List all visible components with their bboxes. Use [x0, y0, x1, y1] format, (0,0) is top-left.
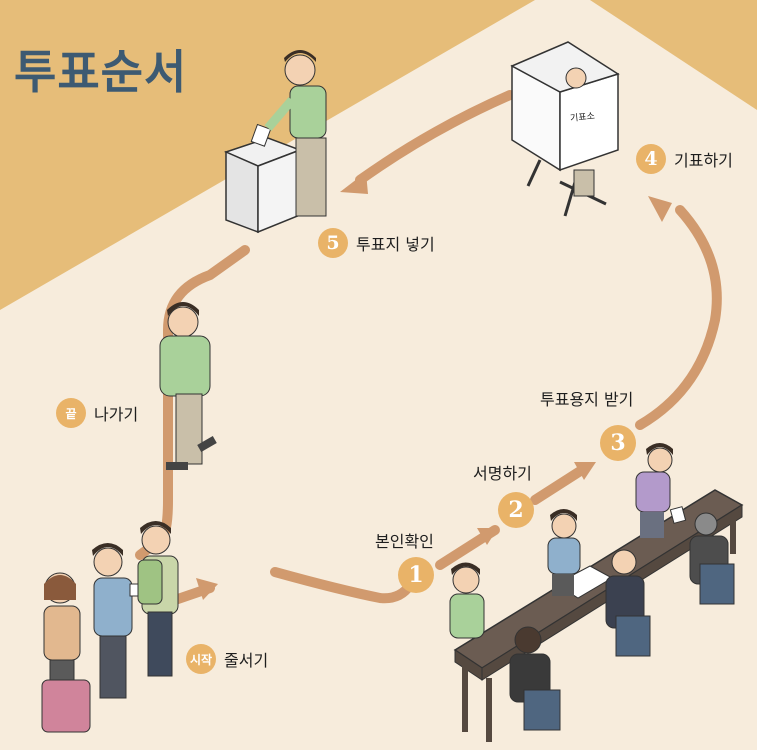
step-4: 4 기표하기 [636, 144, 733, 174]
registration-table-illustration [449, 443, 744, 742]
path-3-to-4 [635, 205, 722, 430]
step-3-badge: 3 [600, 425, 636, 461]
arrowheads [196, 172, 672, 600]
exiting-voter-illustration [159, 302, 217, 470]
step-3-label: 투표용지 받기 [540, 390, 634, 409]
arrowhead-5 [340, 172, 368, 194]
arrowhead-4 [648, 196, 672, 222]
step-5-label: 투표지 넣기 [356, 235, 435, 254]
step-2-badge: 2 [498, 492, 534, 528]
step-start: 시작 줄서기 [186, 644, 268, 674]
step-start-badge: 시작 [186, 644, 216, 674]
step-5-badge: 5 [318, 228, 348, 258]
arrowhead-3 [574, 462, 596, 480]
path-4-to-5 [355, 90, 515, 185]
step-1-badge: 1 [398, 557, 434, 593]
step-start-label: 줄서기 [224, 651, 269, 670]
step-end-badge: 끝 [56, 398, 86, 428]
step-5: 5 투표지 넣기 [318, 228, 435, 258]
step-4-badge: 4 [636, 144, 666, 174]
step-1-label: 본인확인 [375, 532, 434, 551]
ballot-box-illustration [223, 123, 303, 234]
path-2-to-3 [530, 463, 590, 505]
step-2-label: 서명하기 [473, 464, 532, 483]
voter-at-box-illustration [264, 50, 327, 217]
path-start-to-1 [270, 567, 415, 604]
voting-booth-illustration [510, 41, 620, 217]
diagonal-band-right [590, 0, 757, 110]
queue-illustration [41, 521, 179, 733]
step-end: 끝 나가기 [56, 398, 138, 428]
step-4-label: 기표하기 [674, 151, 733, 170]
booth-sign: 기표소 [569, 111, 596, 125]
page-title: 투표순서 [14, 45, 188, 99]
step-end-label: 나가기 [94, 405, 139, 424]
arrowhead-2 [477, 528, 498, 545]
arrowhead-queue [196, 578, 218, 600]
